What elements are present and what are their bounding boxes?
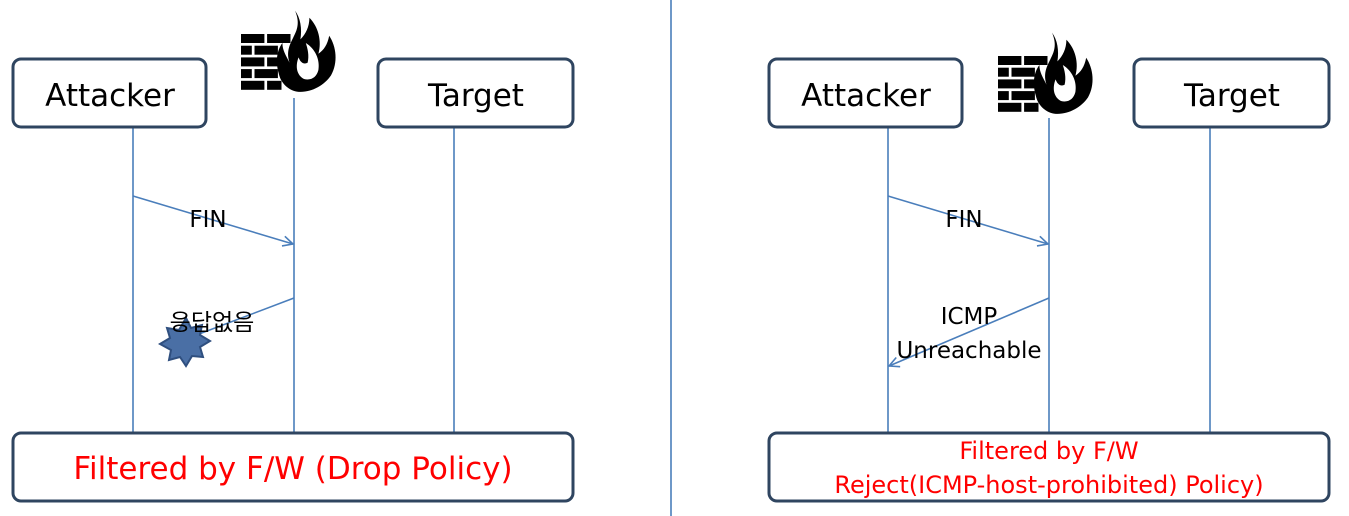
unreachable-label: Unreachable [896,338,1041,364]
attacker-box [11,57,208,129]
target-box [1132,57,1331,129]
fin-request-arrow [132,195,293,244]
attacker-label: Attacker [45,78,175,114]
fin-request-arrow [887,195,1048,244]
right-panel: Attacker Target FIN ICMP Unreachable Fil… [767,32,1331,503]
icmp-label: ICMP [941,304,998,330]
target-label: Target [1183,78,1280,114]
fin-request-label: FIN [189,207,226,233]
firewall-icon [241,10,336,92]
drop-policy-box [11,431,575,503]
fin-request-label: FIN [945,207,982,233]
drop-policy-label: Filtered by F/W (Drop Policy) [73,451,512,487]
target-box [376,57,575,129]
reject-policy-box [767,431,1331,503]
firewall-icon [998,32,1093,114]
reject-policy-label-line1: Filtered by F/W [959,437,1138,465]
burst-icon [157,315,212,368]
attacker-box [767,57,964,129]
reject-policy-label-line2: Reject(ICMP-host-prohibited) Policy) [834,471,1263,499]
target-label: Target [427,78,524,114]
no-response-label: 응답없음 [170,310,255,336]
icmp-response-arrow [889,297,1050,366]
left-panel: Attacker Target FIN 응답없음 Filtered by F/W… [11,10,575,503]
attacker-label: Attacker [801,78,931,114]
